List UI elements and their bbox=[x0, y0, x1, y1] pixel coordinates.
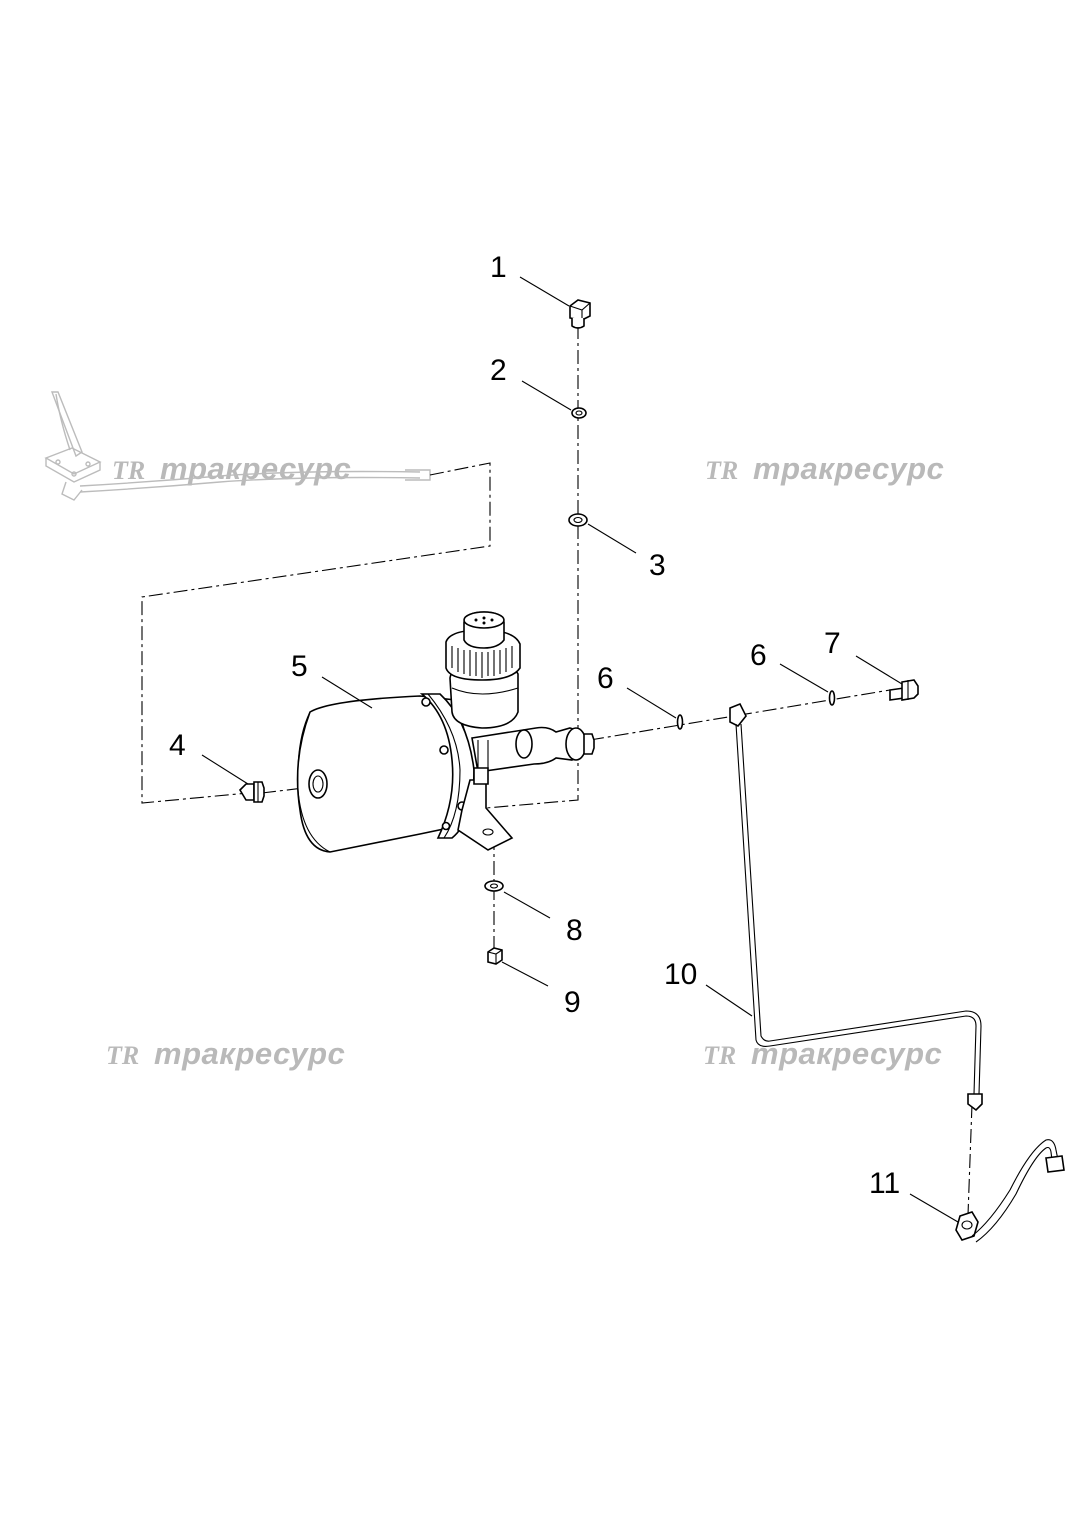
watermark-logo: TR bbox=[112, 456, 145, 485]
assembly-lines bbox=[141, 325, 973, 1216]
watermark-logo: TR bbox=[106, 1041, 139, 1070]
watermark-text: тракресурс bbox=[751, 1036, 942, 1071]
part-11-hose bbox=[955, 1139, 1065, 1243]
part-10-pipe bbox=[729, 702, 983, 1112]
callout-2: 2 bbox=[490, 354, 507, 387]
leader-lines bbox=[201, 276, 959, 1223]
callout-labels: 1 2 3 4 5 6 6 7 8 9 10 11 bbox=[169, 251, 900, 1200]
callout-9: 9 bbox=[564, 986, 581, 1019]
watermark-bottom-left: TR тракресурс bbox=[106, 1036, 345, 1071]
watermark-logo: TR bbox=[703, 1041, 736, 1070]
callout-10: 10 bbox=[664, 958, 697, 991]
part-9-nut bbox=[487, 947, 503, 965]
watermark-logo: TR bbox=[705, 456, 738, 485]
callout-6-right: 6 bbox=[750, 639, 767, 672]
part-2-washer bbox=[571, 407, 587, 419]
callout-7: 7 bbox=[824, 627, 841, 660]
callout-3: 3 bbox=[649, 549, 666, 582]
part-1-bolt bbox=[569, 299, 591, 329]
watermark-text: тракресурс bbox=[160, 451, 351, 486]
part-5-clutch-booster bbox=[296, 611, 595, 853]
part-6-o-ring-b bbox=[828, 690, 836, 706]
part-8-washer bbox=[484, 880, 504, 892]
callout-8: 8 bbox=[566, 914, 583, 947]
callout-4: 4 bbox=[169, 729, 186, 762]
part-4-fitting bbox=[238, 781, 265, 803]
watermark-bottom-right: TR тракресурс bbox=[703, 1036, 942, 1071]
callout-1: 1 bbox=[490, 251, 507, 284]
watermark-text: тракресурс bbox=[753, 451, 944, 486]
part-3-washer bbox=[568, 513, 588, 527]
callout-6-left: 6 bbox=[597, 662, 614, 695]
watermark-text: тракресурс bbox=[154, 1036, 345, 1071]
callout-5: 5 bbox=[291, 650, 308, 683]
part-6-o-ring-a bbox=[676, 714, 684, 730]
watermark-top-right: TR тракресурс bbox=[705, 451, 944, 486]
part-7-bolt bbox=[889, 679, 919, 701]
callout-11: 11 bbox=[869, 1167, 900, 1200]
